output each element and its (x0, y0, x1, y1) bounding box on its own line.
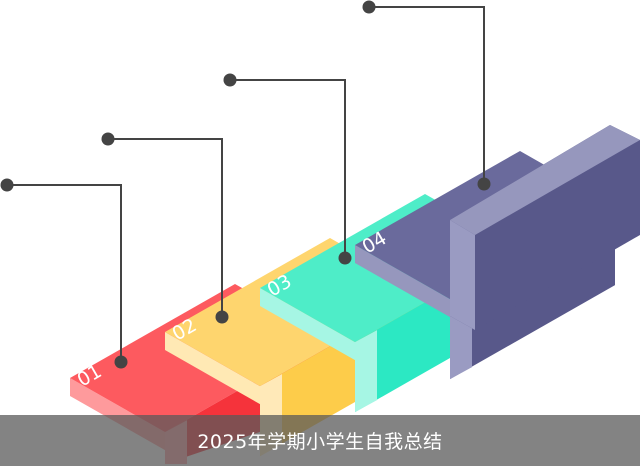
step-04-edge (355, 245, 450, 318)
step-04-block-top (450, 125, 640, 235)
connector-dot (0, 178, 14, 192)
connector-dot (477, 177, 491, 191)
connector-dot (101, 132, 115, 146)
step-03-strip (355, 330, 377, 413)
connector-line (230, 79, 346, 258)
connector-dot (223, 73, 237, 87)
connector-line (108, 138, 223, 317)
connector-dot (114, 355, 128, 369)
step-04-block-side (450, 220, 475, 330)
step-02-edge (165, 332, 260, 405)
step-04-block-front (450, 125, 640, 330)
connector-dot (362, 0, 376, 14)
connector-line (7, 184, 122, 362)
step-03-edge (260, 288, 355, 361)
connector-dot (215, 310, 229, 324)
connector-line (369, 6, 485, 184)
caption-bar: 2025年学期小学生自我总结 (0, 415, 640, 466)
caption-title: 2025年学期小学生自我总结 (197, 431, 443, 453)
connector-dot (338, 251, 352, 265)
